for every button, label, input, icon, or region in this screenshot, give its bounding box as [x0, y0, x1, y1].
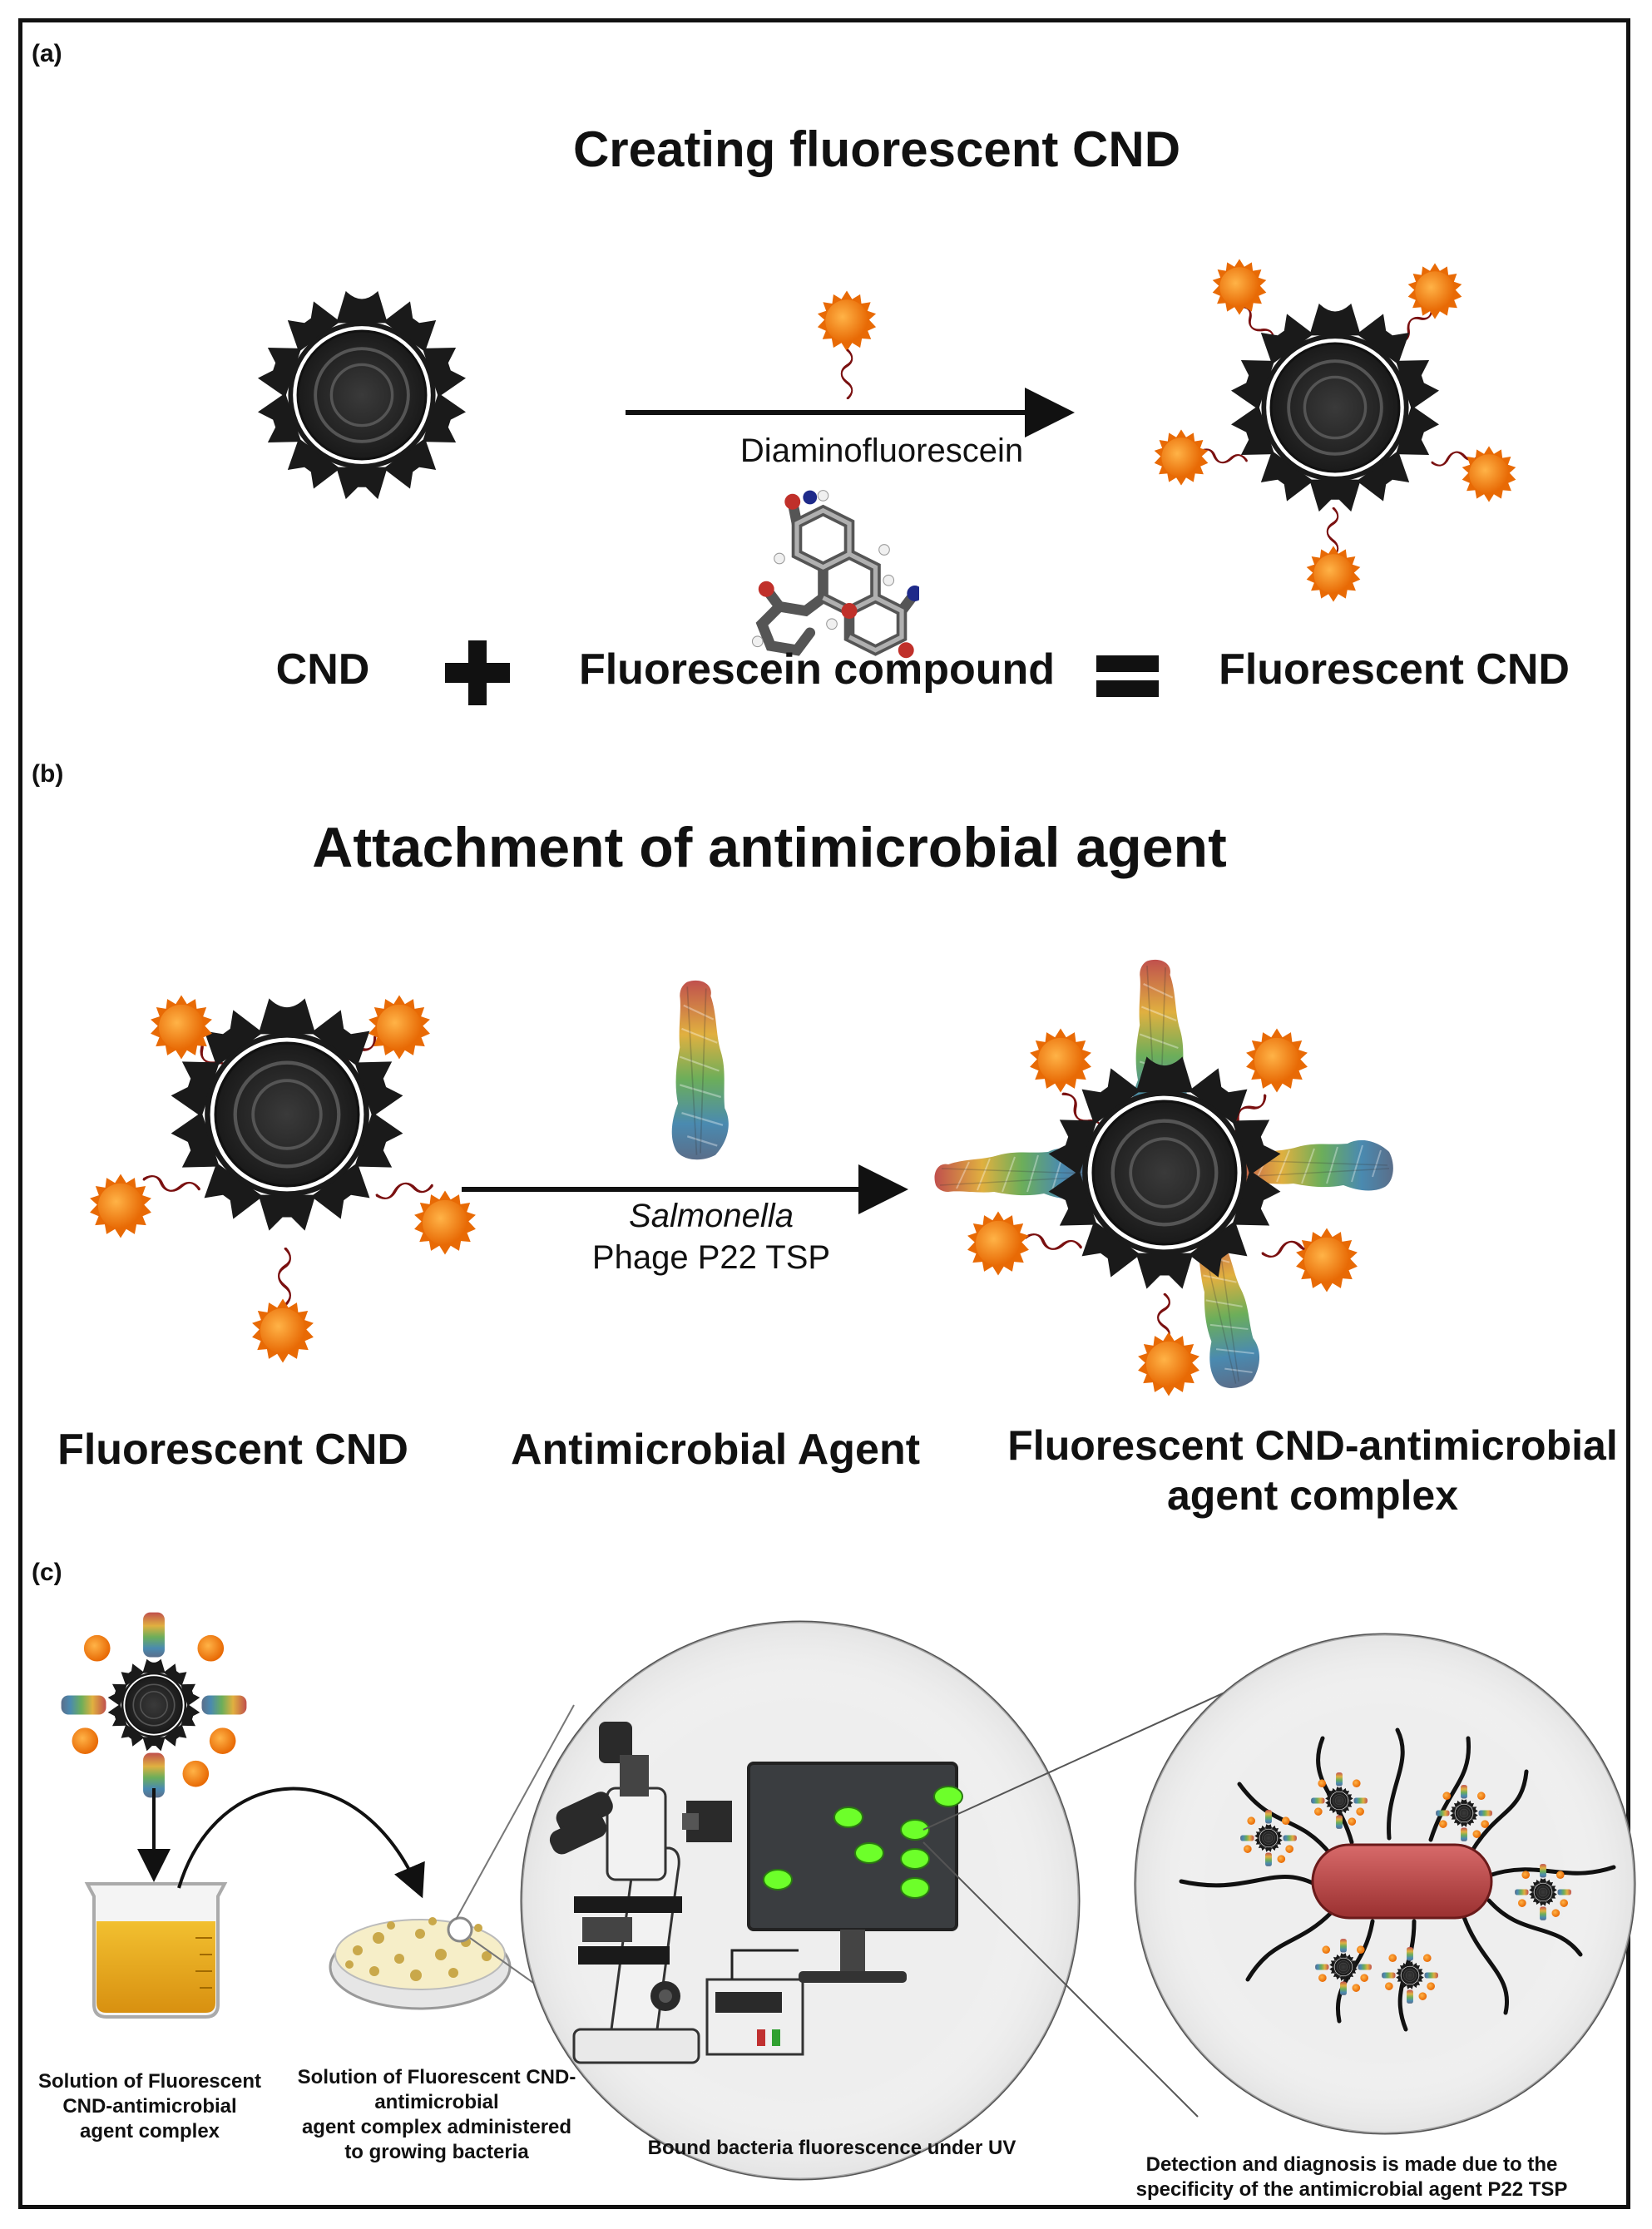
- monitor-icon: [747, 1762, 963, 1983]
- panel-b-tag: (b): [32, 760, 63, 788]
- arrow-label-diaminofluorescein: Diaminofluorescein: [740, 432, 1023, 469]
- caption-beaker: Solution of Fluorescent CND-antimicrobia…: [38, 2070, 261, 2143]
- panel-c-tag: (c): [32, 1559, 62, 1586]
- beaker-icon: [84, 1882, 228, 2019]
- arrow-label-phage: Phage P22 TSP: [592, 1239, 830, 1276]
- zoom-line: [922, 1841, 1199, 2118]
- fluorescent-cnd-left-icon: [90, 995, 476, 1363]
- label-fluorescent-cnd: Fluorescent CND: [57, 1426, 408, 1474]
- microscope-icon: [549, 1722, 732, 2064]
- panel-c: (c): [32, 1559, 1636, 2201]
- cnd-particle-icon: [254, 289, 470, 502]
- mini-complex-icon: [62, 1613, 247, 1798]
- caption-line: Solution of Fluorescent CND-: [298, 2066, 576, 2088]
- label-complex-line2: agent complex: [1167, 1472, 1458, 1519]
- eq-fluorescein-compound: Fluorescein compound: [579, 645, 1055, 694]
- fluorophore-icon: [817, 290, 877, 399]
- equals-icon: [1096, 655, 1159, 697]
- panel-b: (b) Attachment of antimicrobial agent Sa…: [32, 760, 1618, 1519]
- fluorescent-cnd-icon: [1154, 259, 1516, 602]
- label-complex-line1: Fluorescent CND-antimicrobial: [1007, 1422, 1617, 1469]
- petri-dish-icon: [329, 1916, 512, 2010]
- panel-a: (a) Creating fluorescent CND Diaminofluo…: [32, 40, 1570, 705]
- panel-a-tag: (a): [32, 40, 62, 67]
- arrow-label-salmonella: Salmonella: [629, 1198, 794, 1234]
- caption-line: specificity of the antimicrobial agent P…: [1136, 2178, 1568, 2201]
- bacterium-icon: [1311, 1843, 1493, 1920]
- flagella: [1179, 1727, 1616, 2032]
- eq-fluorescent-cnd: Fluorescent CND: [1219, 645, 1570, 694]
- power-unit-icon: [705, 1949, 804, 2056]
- caption-petri: Solution of Fluorescent CND- antimicrobi…: [298, 2066, 576, 2163]
- caption-detection: Detection and diagnosis is made due to t…: [1136, 2153, 1568, 2201]
- caption-line: Detection and diagnosis is made due to t…: [1146, 2153, 1558, 2176]
- caption-line: antimicrobial: [374, 2091, 498, 2113]
- cnd-antimicrobial-complex-icon: [933, 958, 1394, 1396]
- arrow-to-petri: [177, 1787, 425, 1899]
- caption-line: CND-antimicrobial: [62, 2095, 236, 2118]
- panel-b-title: Attachment of antimicrobial agent: [312, 816, 1226, 879]
- molecule-icon: [752, 491, 922, 659]
- caption-line: agent complex administered: [302, 2116, 571, 2138]
- caption-line: agent complex: [80, 2120, 220, 2143]
- caption-line: Solution of Fluorescent: [38, 2070, 261, 2093]
- caption-line: to growing bacteria: [344, 2141, 529, 2163]
- panel-a-title: Creating fluorescent CND: [573, 121, 1180, 177]
- zoom-line: [922, 1679, 1253, 1831]
- zoom-line: [455, 1704, 575, 1920]
- label-antimicrobial-agent: Antimicrobial Agent: [511, 1426, 920, 1474]
- eq-cnd: CND: [276, 645, 370, 694]
- caption-uv: Bound bacteria fluorescence under UV: [648, 2137, 1016, 2159]
- protein-icon: [670, 979, 730, 1161]
- plus-icon: [445, 640, 510, 705]
